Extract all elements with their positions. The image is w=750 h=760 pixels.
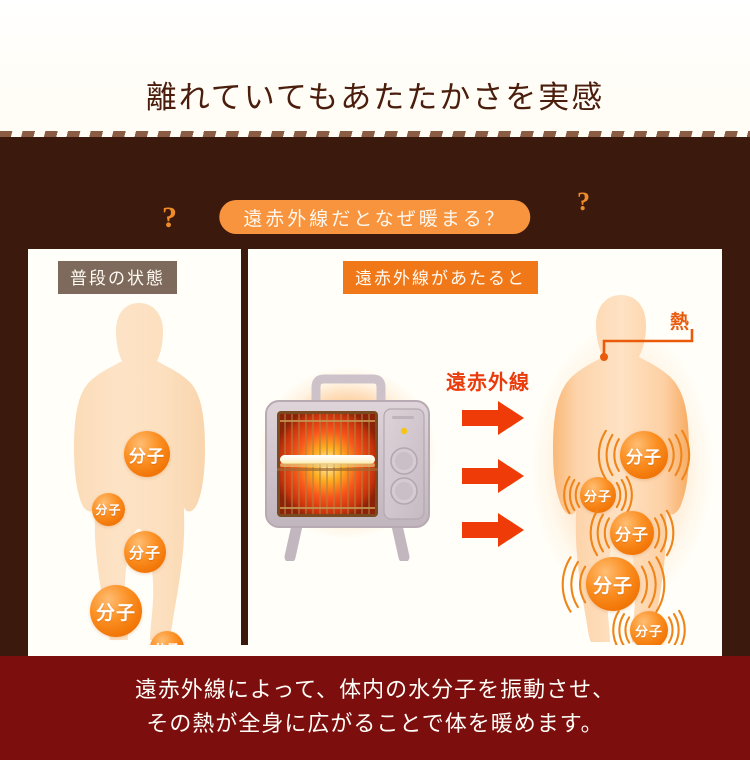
molecule-label: 分子 — [630, 611, 668, 645]
molecule-bubble: 分子 — [90, 585, 142, 637]
molecule-label: 分子 — [90, 585, 142, 637]
molecule-bubble: 分子 — [561, 555, 665, 613]
infrared-arrow-icon — [462, 459, 524, 493]
heat-leader-line — [600, 329, 694, 361]
molecule-label: 分子 — [580, 477, 616, 513]
bottom-caption: 遠赤外線によって、体内の水分子を振動させ、 その熱が全身に広がることで体を暖めま… — [0, 656, 750, 760]
molecule-bubble: 分子 — [92, 493, 125, 526]
female-body-outline-warm-icon — [553, 295, 689, 642]
molecule-bubble: 分子 — [597, 429, 691, 481]
molecule-label: 分子 — [610, 511, 654, 555]
molecule-bubble: 分子 — [589, 509, 675, 557]
molecule-bubble: 分子 — [150, 631, 184, 645]
question-banner: 遠赤外線だとなぜ暖まる？ — [219, 200, 531, 234]
molecule-bubble: 分子 — [124, 531, 166, 573]
top-title-band: 離れていてもあたたかさを実感 — [0, 0, 750, 131]
molecule-label: 分子 — [620, 431, 668, 479]
infrared-label: 遠赤外線 — [446, 370, 530, 394]
question-banner-area: ? ? 遠赤外線だとなぜ暖まる？ — [0, 187, 750, 234]
heat-label: 熱 — [670, 311, 690, 333]
molecule-label: 分子 — [124, 531, 166, 573]
molecule-bubble: 分子 — [124, 431, 170, 477]
molecule-bubble: 分子 — [612, 609, 686, 645]
panel-bottom-notch — [28, 645, 722, 657]
molecule-label: 分子 — [150, 631, 184, 645]
page-title: 離れていてもあたたかさを実感 — [145, 80, 605, 116]
molecule-label: 分子 — [124, 431, 170, 477]
molecule-bubble: 分子 — [563, 475, 633, 515]
caption-line-2: その熱が全身に広がることで体を暖めます。 — [146, 712, 604, 737]
panel-left-label: 普段の状態 — [58, 261, 177, 294]
dashed-divider — [0, 131, 750, 137]
heater-appliance — [248, 359, 449, 561]
question-mark-left-icon: ? — [162, 201, 177, 234]
caption-line-1: 遠赤外線によって、体内の水分子を振動させ、 — [134, 678, 616, 703]
molecule-label: 分子 — [92, 493, 125, 526]
molecule-label: 分子 — [586, 557, 640, 611]
infrared-arrow-icon — [462, 513, 524, 547]
electric-heater-icon — [265, 374, 430, 561]
question-mark-right-icon: ? — [577, 187, 590, 216]
infrared-arrow-icon — [462, 401, 524, 435]
panel-right-label: 遠赤外線があたると — [343, 261, 538, 294]
panel-infrared-state: 遠赤外線があたると — [248, 249, 722, 645]
